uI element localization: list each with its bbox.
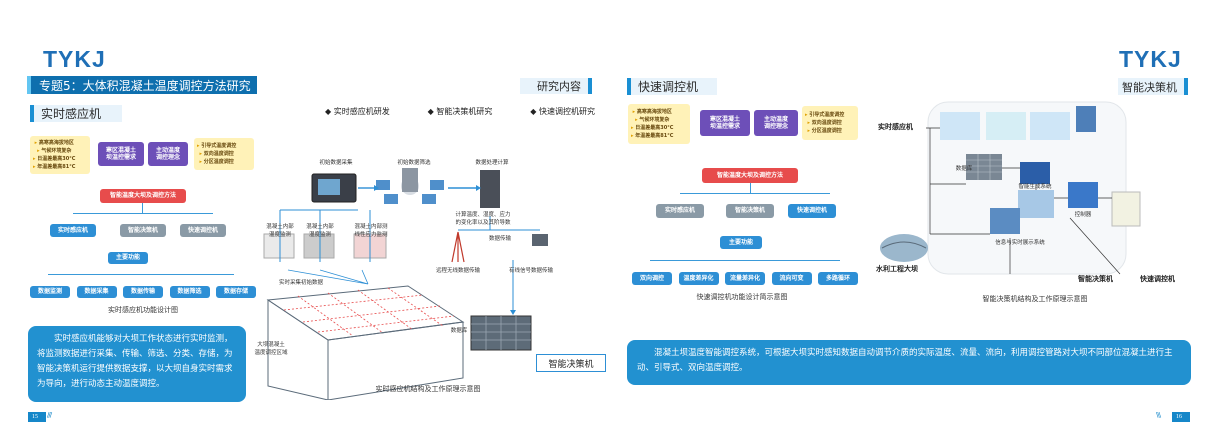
page-number-left: 15 (28, 412, 46, 422)
label-platform: 智能生成系统 (1018, 184, 1052, 190)
func-box: 数据筛选 (169, 286, 210, 298)
method-item: 分区温度调控 (805, 127, 844, 135)
decision-machine-label: 智能决策机 (536, 354, 606, 372)
label-database: 数据库 (450, 328, 468, 334)
func-box: 流向可变 (771, 272, 812, 285)
label-wired: 有线信号数据传输 (508, 268, 553, 274)
realtime-function-diagram: 高寒高海拔地区 气候环境复杂 日温差最高30°C 年温差最高81°C 寒区混凝土… (28, 128, 258, 318)
flow-diagram-art (263, 168, 548, 401)
method-title-box: 智能温度大坝及调控方法 (100, 189, 186, 203)
research-item: ◆ 智能决策机研究 (427, 107, 493, 116)
control-diagram-caption: 快速调控机功能设计简示意图 (696, 293, 788, 301)
func-box: 流量差异化 (725, 272, 765, 285)
machine-control-box: 快速调控机 (788, 204, 836, 218)
section-title-control: 快速调控机 (627, 78, 717, 95)
condition-item: 日温差最高30°C (33, 155, 75, 163)
main-func-box: 主要功能 (720, 236, 762, 249)
brand-logo-right: TYKJ (1119, 46, 1182, 72)
label-wireless: 远程无线数据传输 (435, 268, 480, 274)
method-item: 引导式温度调控 (805, 111, 844, 119)
label-display: 信息与实时展示系统 (995, 240, 1045, 246)
label-realtime-collect: 实时采集初始数据 (278, 280, 323, 286)
connector (48, 274, 234, 275)
func-row: 双向调控 温度差异化 流量差异化 流向可变 多路循环 (632, 272, 858, 285)
func-box: 温度差异化 (678, 272, 719, 285)
label-database: 数据库 (955, 166, 973, 172)
label-transfer: 数据传输 (488, 236, 511, 242)
page-number-right: 16 (1172, 412, 1190, 422)
label-process: 数据处理计算 (475, 160, 509, 166)
machine-control-box: 快速调控机 (180, 224, 226, 237)
page-stripes-left: /// (47, 411, 52, 419)
control-description: 混凝土坝温度智能调控系统，可根据大坝实时感知数据自动调节介质的实际温度、流量、流… (627, 340, 1191, 385)
topic-title: 专题5：大体积混凝土温度调控方法研究 (27, 76, 257, 94)
conditions-box: 高寒高海拔地区 气候环境复杂 日温差最高30°C 年温差最高81°C (628, 104, 690, 144)
realtime-description: 实时感应机能够对大坝工作状态进行实时监测，将监测数据进行采集、传输、筛选、分类、… (28, 326, 246, 402)
label-sensor-humidity: 混凝土内部 湿度监测 (306, 224, 334, 238)
methods-box: 引导式温度调控 双向温度调控 分区温度调控 (194, 138, 254, 170)
section-title-realtime: 实时感应机 (30, 105, 122, 122)
method-item: 双向温度调控 (197, 150, 236, 158)
connector (142, 203, 143, 213)
condition-item: 高寒高海拔地区 (631, 108, 673, 116)
research-item: ◆ 实时感应机研发 (325, 107, 390, 116)
brand-logo-left: TYKJ (43, 46, 106, 72)
func-box: 数据采集 (76, 286, 117, 298)
research-content-label: 研究内容 (520, 78, 592, 94)
conditions-box: 高寒高海拔地区 气候环境复杂 日温差最高30°C 年温差最高81°C (30, 136, 90, 174)
machine-realtime-box: 实时感应机 (50, 224, 96, 237)
condition-item: 气候环境复杂 (631, 116, 673, 124)
label-sensor-stress: 混凝土内部测 线性应力监测 (354, 224, 388, 238)
label-dam-area: 大坝混凝土 温度调控区域 (254, 342, 288, 356)
label-decision-machine: 智能决策机 (1078, 275, 1113, 283)
label-calc: 计算温度、湿度、应力 的变化率以及其阶导数 (455, 212, 511, 226)
decision-diagram-caption: 智能决策机结构及工作原理示意图 (982, 295, 1088, 303)
machine-decision-box: 智能决策机 (120, 224, 166, 237)
func-box: 数据传输 (123, 286, 163, 298)
condition-item: 年温差最高81°C (33, 163, 75, 171)
idea-box: 主动温度 调控理念 (754, 110, 798, 136)
realtime-flow-diagram: 初始数据采集 初始数据筛选 数据处理计算 计算温度、湿度、应力 的变化率以及其阶… (254, 150, 608, 401)
flow-diagram-caption: 实时感应机结构及工作原理示意图 (375, 385, 481, 393)
condition-item: 气候环境复杂 (33, 147, 75, 155)
need-box: 寒区混凝土 坝温控需求 (98, 142, 144, 166)
section-title-decision: 智能决策机 (1118, 78, 1188, 95)
connector (750, 183, 751, 193)
func-diagram-caption: 实时感应机功能设计图 (108, 306, 178, 314)
main-func-box: 主要功能 (108, 252, 148, 264)
method-title-box: 智能温度大坝及调控方法 (702, 168, 798, 183)
condition-item: 年温差最高81°C (631, 132, 673, 140)
label-collect: 初始数据采集 (319, 160, 353, 166)
func-box: 数据监测 (30, 286, 70, 298)
method-item: 引导式温度调控 (197, 142, 236, 150)
research-item: ◆ 快速调控机研究 (530, 107, 595, 116)
decision-structure-diagram: 实时感应机 数据库 水利工程大坝 智能决策机 快速调控机 智能生成系统 信息与实… (870, 98, 1200, 308)
func-box: 多路循环 (818, 272, 858, 285)
research-items: ◆ 实时感应机研发 ◆ 智能决策机研究 ◆ 快速调控机研究 (325, 106, 595, 117)
label-controller: 控制器 (1074, 212, 1092, 218)
func-box: 双向调控 (632, 272, 672, 285)
connector (73, 213, 213, 214)
connector (680, 193, 830, 194)
connector (650, 260, 840, 261)
label-filter: 初始数据筛选 (397, 160, 431, 166)
page-stripes-right: \\\ (1156, 411, 1161, 419)
label-realtime-machine: 实时感应机 (878, 123, 913, 131)
label-dam: 水利工程大坝 (876, 265, 918, 273)
condition-item: 高寒高海拔地区 (33, 139, 75, 147)
func-row: 数据监测 数据采集 数据传输 数据筛选 数据存储 (30, 286, 256, 298)
decision-diagram-art (880, 101, 1141, 275)
idea-box: 主动温度 调控理念 (148, 142, 188, 166)
machine-decision-box: 智能决策机 (726, 204, 774, 218)
method-item: 分区温度调控 (197, 158, 236, 166)
methods-box: 引导式温度调控 双向温度调控 分区温度调控 (802, 106, 858, 140)
condition-item: 日温差最高30°C (631, 124, 673, 132)
label-control-machine: 快速调控机 (1140, 275, 1175, 283)
label-sensor-temp: 混凝土内部 温度监测 (266, 224, 294, 238)
control-function-diagram: 高寒高海拔地区 气候环境复杂 日温差最高30°C 年温差最高81°C 寒区混凝土… (626, 100, 858, 304)
machine-realtime-box: 实时感应机 (656, 204, 704, 218)
method-item: 双向温度调控 (805, 119, 844, 127)
func-box: 数据存储 (216, 286, 256, 298)
need-box: 寒区混凝土 坝温控需求 (700, 110, 750, 136)
